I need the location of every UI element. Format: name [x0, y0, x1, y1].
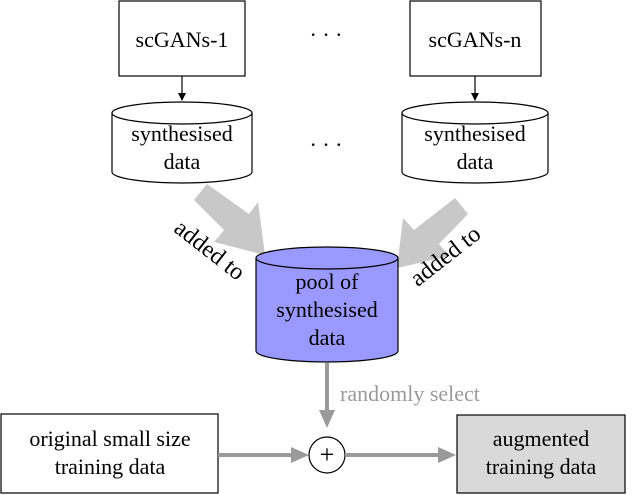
original-training-data-box: [0, 413, 219, 494]
pool-cylinder: [255, 246, 399, 363]
added-to-arrow-right: [397, 198, 468, 268]
arrow-original-to-combine-head: [291, 447, 309, 463]
generator-box-1: [118, 0, 246, 77]
pool-label-line2: synthesised: [276, 297, 377, 322]
generator-label-n: scGANs-n: [429, 27, 522, 52]
generator-label-1: scGANs-1: [136, 27, 229, 52]
synthesised-data-n-line2: data: [457, 149, 494, 174]
pool-label-line3: data: [309, 325, 346, 350]
combine-symbol: +: [320, 440, 335, 469]
original-training-data-line1: original small size: [29, 426, 190, 451]
randomly-select-arrowhead: [319, 410, 335, 428]
synthesised-data-1-line1: synthesised: [131, 121, 232, 146]
original-training-data-line2: training data: [55, 454, 166, 479]
synthesised-data-1-line2: data: [164, 149, 201, 174]
augmented-training-data-line2: training data: [486, 454, 597, 479]
generator-ellipsis: · · ·: [310, 22, 343, 47]
synthesised-data-cylinder-1: [111, 101, 253, 184]
pool-label-line1: pool of: [296, 269, 360, 294]
added-to-arrow-left: [194, 184, 265, 255]
synthesised-ellipsis: · · ·: [310, 132, 343, 157]
augmented-training-data-box: [456, 414, 626, 494]
randomly-select-label: randomly select: [340, 381, 480, 406]
augmented-training-data-line1: augmented: [493, 426, 590, 451]
synthesised-data-cylinder-n: [401, 101, 549, 184]
synthesised-data-n-line1: synthesised: [424, 121, 525, 146]
arrow-combine-to-augmented-head: [438, 447, 456, 463]
generator-box-n: [409, 0, 542, 77]
